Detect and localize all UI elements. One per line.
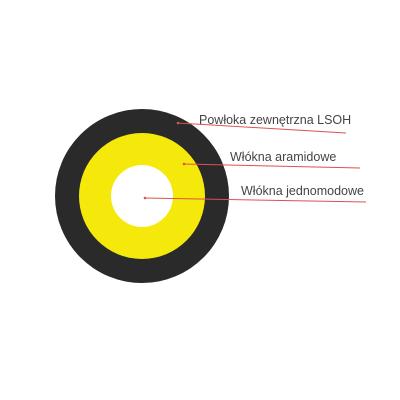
leader-dot-outer-jacket xyxy=(176,121,180,125)
leader-dot-aramid xyxy=(182,162,186,166)
fiber-core xyxy=(111,165,173,227)
leader-line-outer-jacket xyxy=(177,122,347,134)
outer-jacket-label: Powłoka zewnętrzna LSOH xyxy=(199,113,352,127)
aramid-fibers-label: Włókna aramidowe xyxy=(230,150,337,164)
leader-line-aramid xyxy=(183,163,361,169)
leader-line-singlemode xyxy=(144,197,367,203)
singlemode-fibers-label: Włókna jednomodowe xyxy=(241,184,364,198)
leader-dot-singlemode xyxy=(143,196,147,200)
